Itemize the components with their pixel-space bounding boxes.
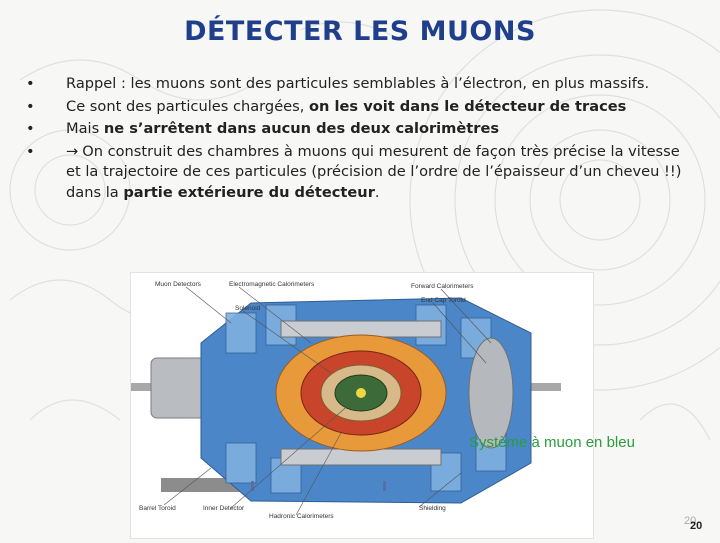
label-inner-detector: Inner Detector [203,505,245,512]
bullet-text-bold: ne s’arrêtent dans aucun des deux calori… [103,120,500,137]
label-leader-lines [163,286,492,516]
muon-chamber-panel [225,442,257,484]
label-end-cap-toroid: End Cap Toroid [421,297,466,304]
bullet-text: . [374,183,380,201]
bullet-text-bold: partie extérieure du détecteur [123,183,375,201]
label-forward-calorimeters: Forward Calorimeters [411,283,474,290]
label-barrel-toroid: Barrel Toroid [139,505,176,512]
page-number: 20 [690,520,703,532]
bullet-text-bold: on les voit dans le détecteur de traces [309,97,627,115]
barrel-toroid [280,320,442,466]
people-for-scale [251,481,386,491]
label-em-calorimeters: Electromagnetic Calorimeters [229,281,315,288]
bullet-item: • Mais ne s’arrêtent dans aucun des deux… [26,119,696,140]
slide-title: DÉTECTER LES MUONS [184,16,536,47]
detector-figure: Muon Detectors Electromagnetic Calorimet… [130,272,594,539]
figure-caption: Système à muon en bleu [469,434,635,451]
page-number-ghost: 20 [684,515,697,527]
interaction-point [356,388,366,398]
bullet-text: Mais [66,120,104,137]
bullet-marker: • [26,97,35,115]
label-hadronic-calorimeters: Hadronic Calorimeters [269,513,334,520]
bullet-item: • Rappel : les muons sont des particules… [26,74,696,95]
bullet-item: • Ce sont des particules chargées, on le… [26,97,696,118]
bullet-marker: • [26,75,35,92]
bullet-marker: • [26,120,35,137]
end-cap-toroid [468,337,514,449]
bullet-marker: • [26,142,35,160]
bullet-text: Ce sont des particules chargées, [66,97,310,115]
bullet-list: • Rappel : les muons sont des particules… [26,74,696,205]
bullet-text: Rappel : les muons sont des particules s… [66,75,650,92]
bullet-text: On construit des chambres à muons qui me… [66,142,682,201]
bullet-item: • →On construit des chambres à muons qui… [26,142,696,204]
muon-chamber-panel [225,312,257,354]
label-solenoid: Solenoid [235,305,261,312]
right-arrow-icon: → [66,142,79,160]
label-shielding: Shielding [419,505,446,512]
atlas-detector-illustration [131,286,561,516]
label-muon-detectors: Muon Detectors [155,281,201,288]
